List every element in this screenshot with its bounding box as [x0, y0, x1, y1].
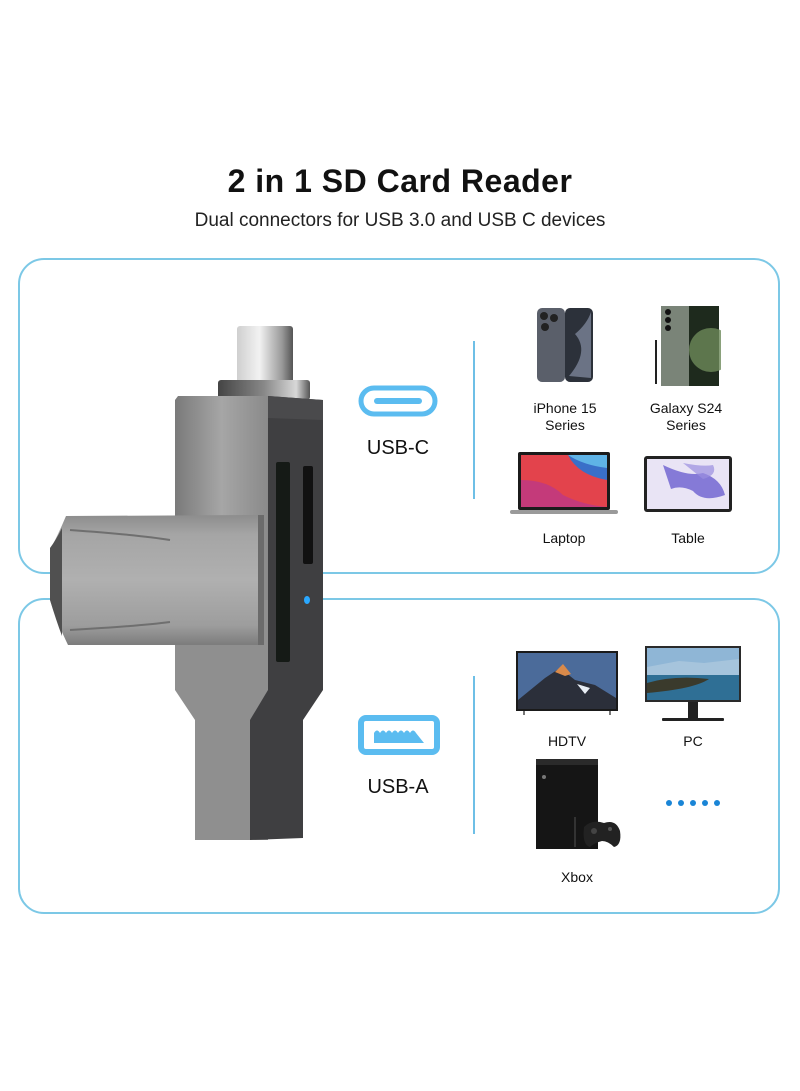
device-label: Galaxy S24	[649, 400, 723, 416]
usb-c-label: USB-C	[366, 437, 430, 459]
game-console-icon	[536, 759, 621, 849]
dot	[666, 800, 672, 806]
device-hdtv: HDTV	[514, 650, 620, 750]
usb-c-icon	[358, 385, 438, 417]
more-devices-indicator	[666, 800, 720, 806]
usb-a-icon	[358, 715, 440, 755]
device-xbox: Xbox	[532, 757, 622, 886]
device-label-line2: Series	[666, 417, 706, 433]
divider-line	[473, 676, 475, 834]
device-label-line2: Series	[545, 417, 585, 433]
dot	[678, 800, 684, 806]
dot	[714, 800, 720, 806]
dot	[702, 800, 708, 806]
page-subtitle: Dual connectors for USB 3.0 and USB C de…	[194, 210, 606, 231]
page-title: 2 in 1 SD Card Reader	[227, 163, 573, 199]
dot	[690, 800, 696, 806]
usb-a-label: USB-A	[367, 776, 429, 798]
tv-icon	[516, 651, 618, 715]
tablet-icon	[644, 456, 732, 512]
laptop-icon	[510, 452, 618, 514]
device-label: HDTV	[547, 733, 587, 749]
device-label: Xbox	[561, 869, 593, 885]
device-pc: PC	[644, 645, 742, 750]
device-label: Table	[671, 530, 705, 546]
device-laptop: Laptop	[508, 450, 620, 547]
device-label: iPhone 15	[533, 400, 597, 416]
smartphone-icon	[537, 308, 593, 382]
device-iphone: iPhone 15 Series	[520, 306, 610, 434]
device-tablet: Table	[642, 455, 734, 547]
monitor-icon	[645, 646, 741, 721]
device-label: Laptop	[542, 530, 586, 546]
divider-line	[473, 341, 475, 499]
smartphone-stylus-icon	[655, 306, 733, 386]
device-galaxy: Galaxy S24 Series	[638, 306, 734, 434]
device-label: PC	[683, 733, 703, 749]
